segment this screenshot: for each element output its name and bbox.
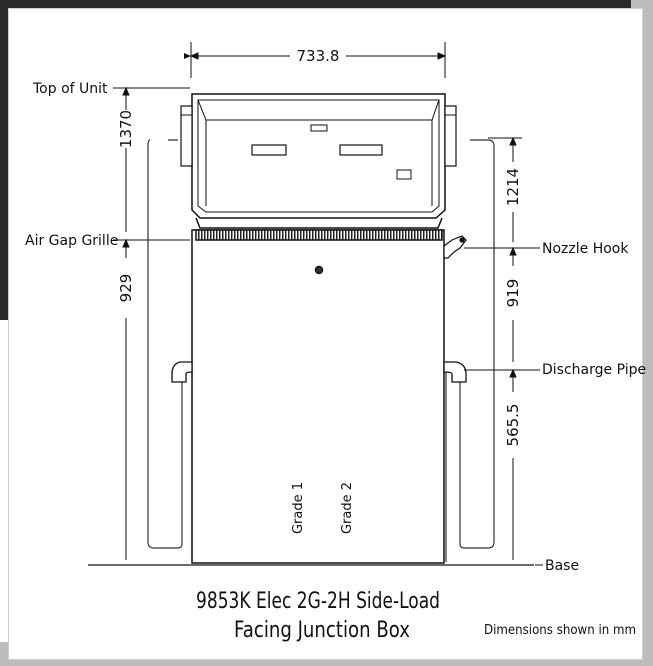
lower-cabinet [191,229,445,564]
left-upper-dimension-label: 1370 [117,110,135,148]
right-lower-dimension-label: 565.5 [504,404,522,447]
cabinet [191,229,445,564]
top-of-unit-label: Top of Unit [32,81,108,97]
title-line-2: Facing Junction Box [234,618,410,643]
head-bevel [197,99,440,206]
discharge-pipes [171,361,467,383]
head-unit [180,93,457,229]
width-dimension-label: 733.8 [297,47,340,65]
left-dimensions [113,86,190,560]
discharge-pipe-label: Discharge Pipe [542,362,646,378]
left-lower-dimension-label: 929 [117,274,135,303]
right-discharge-pipe [443,361,467,383]
nozzle-hook [443,235,467,259]
price-window-left [251,144,287,156]
air-gap-grille-label: Air Gap Grille [25,233,118,249]
cabinet-lock [314,265,324,275]
grade-1-label: Grade 1 [291,482,306,534]
grade-2-label: Grade 2 [340,482,355,534]
top-badge [310,124,328,132]
right-upper-dimension-label: 1214 [504,168,522,206]
left-hose-outline [147,139,183,549]
base-label: Base [545,558,579,574]
air-gap-grille [195,229,443,241]
left-discharge-pipe [171,361,193,383]
right-bracket [444,105,457,167]
units-note: Dimensions shown in mm [484,623,636,638]
title-line-1: 9853K Elec 2G-2H Side-Load [196,589,440,614]
head-inner [197,99,440,213]
right-middle-dimension-label: 919 [504,279,522,308]
right-dimensions [464,136,540,560]
right-hose-outline [459,139,495,549]
nozzle-hook-label: Nozzle Hook [542,241,629,257]
keypad [396,169,412,180]
head-base-rail [195,217,443,229]
price-window-right [339,144,383,156]
left-bracket [180,105,193,167]
width-dimension [184,42,447,78]
